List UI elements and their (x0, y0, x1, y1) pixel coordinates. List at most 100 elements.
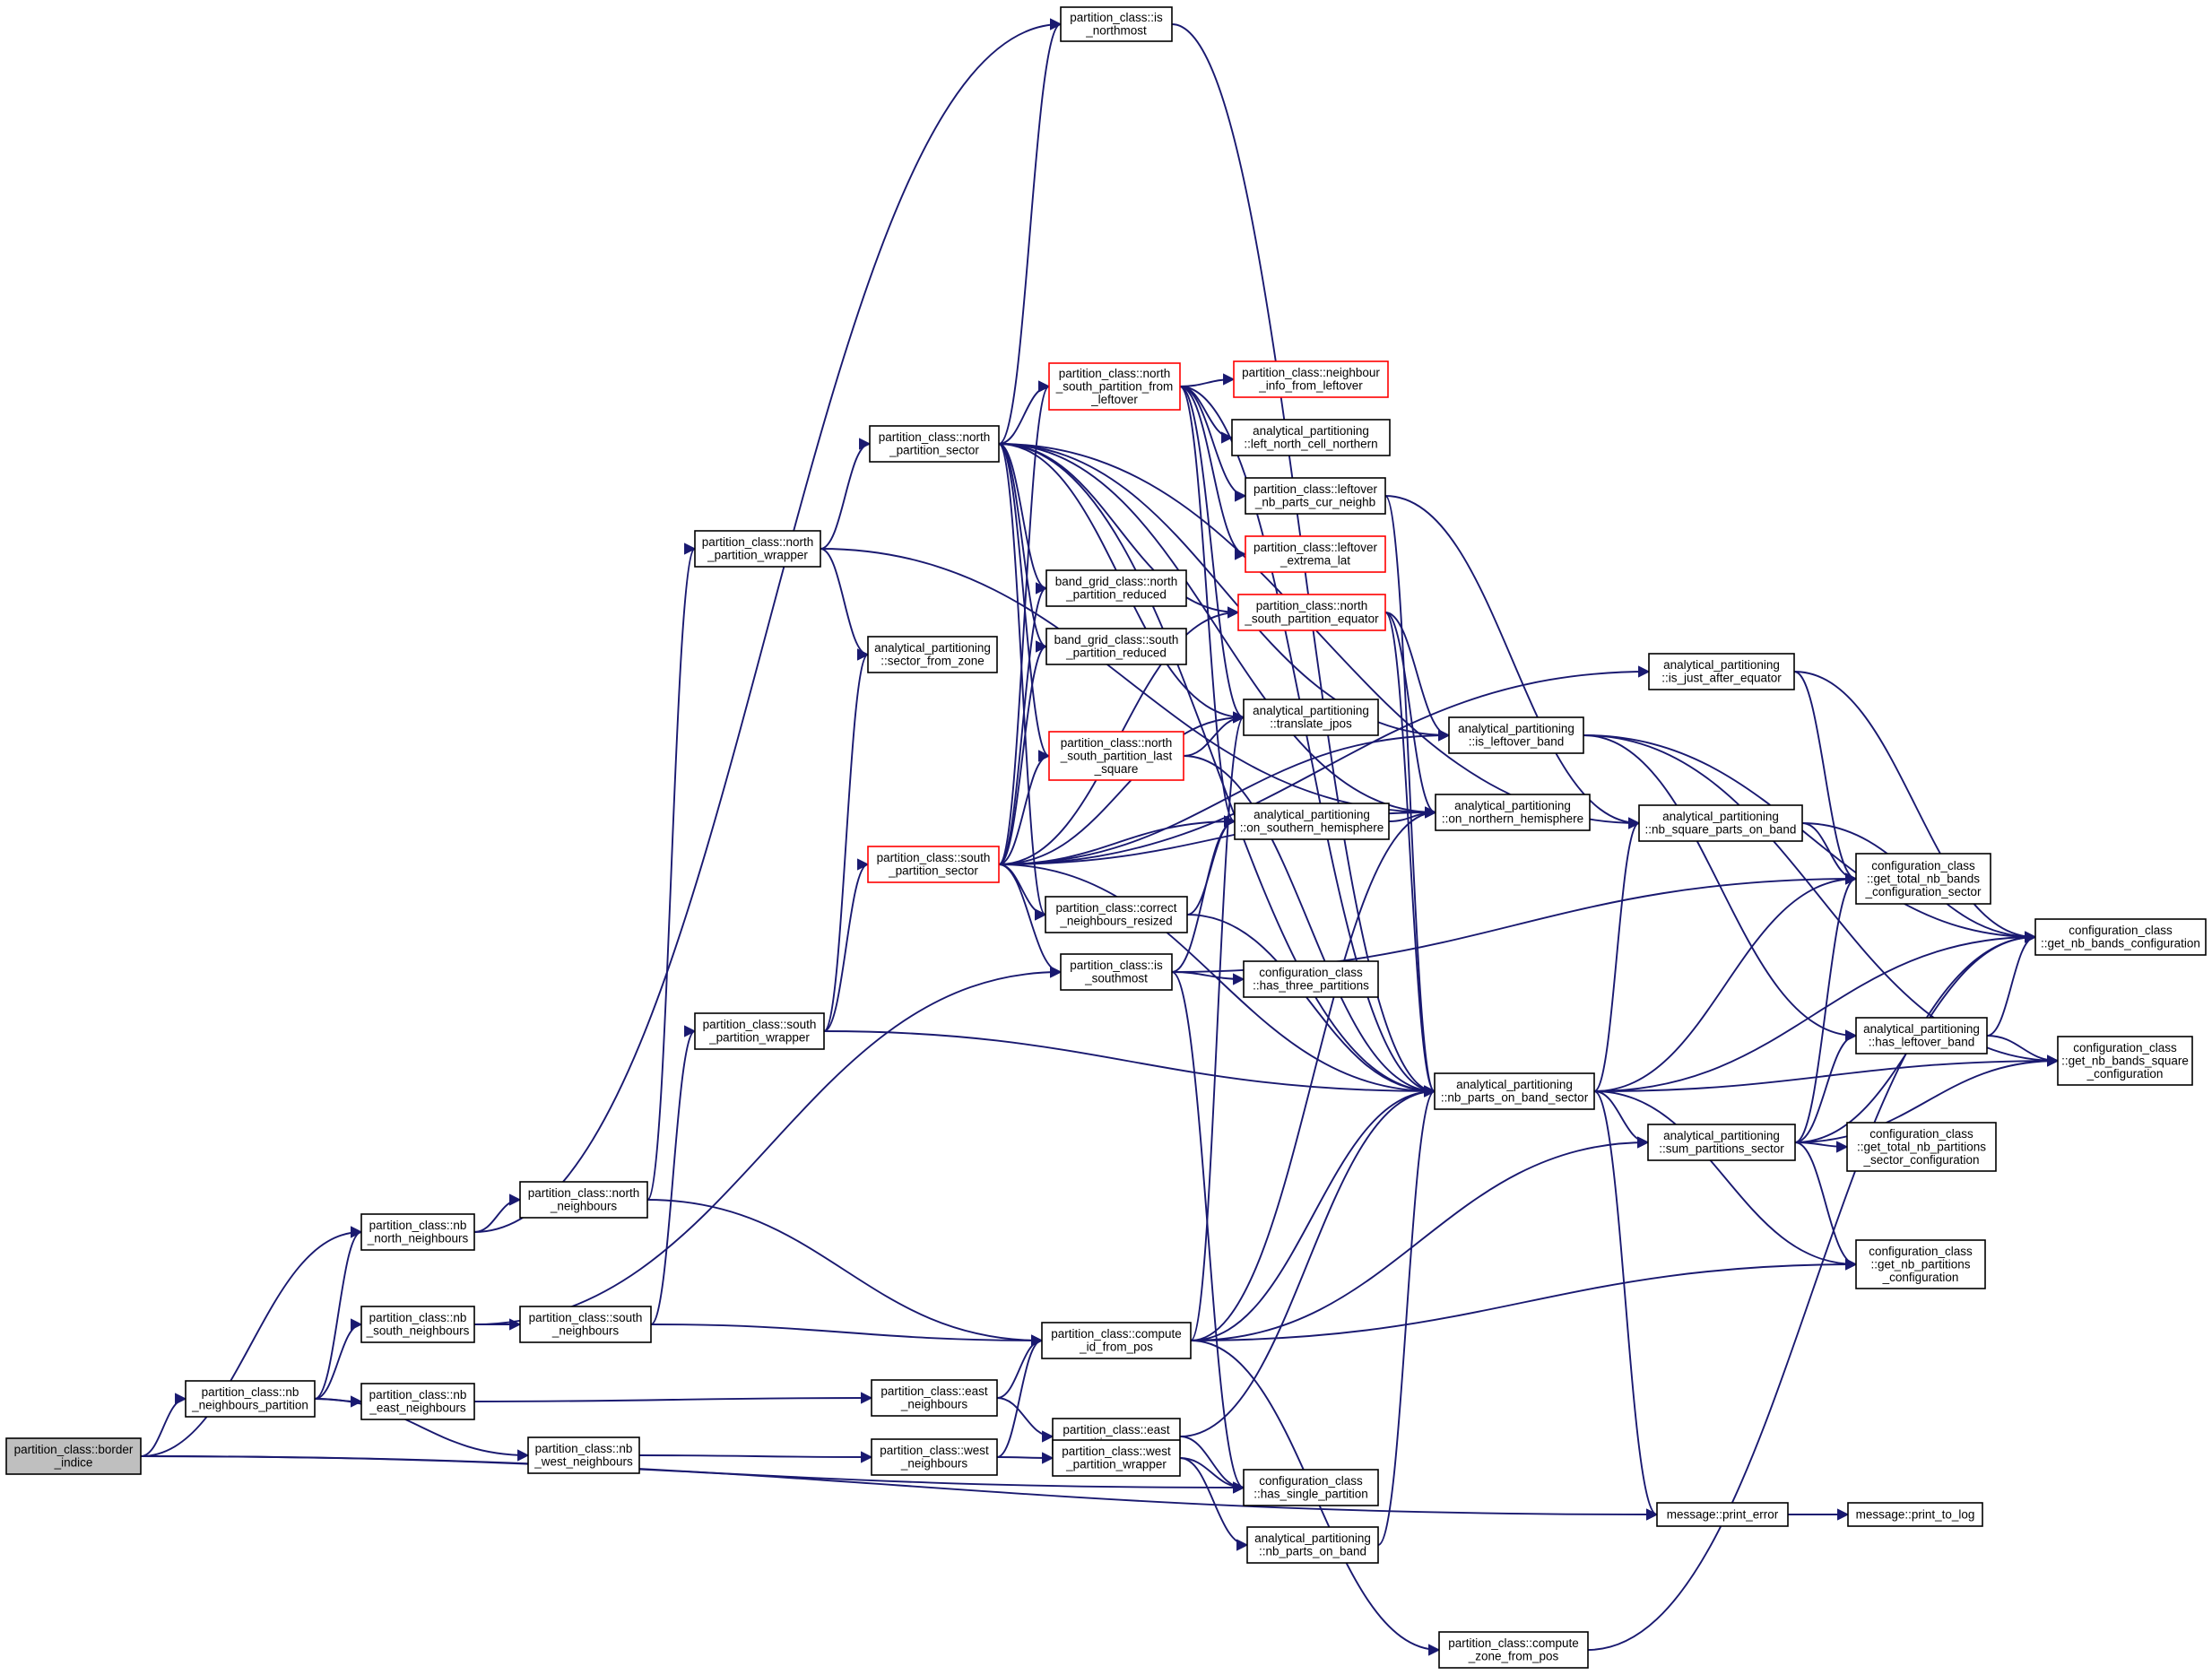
node-box (1234, 803, 1390, 840)
node-box (1434, 1072, 1595, 1110)
edge-compute_id_from_pos-to-sum_partitions_sector (1190, 1136, 1650, 1341)
node-label-line: partition_class::nb (535, 1442, 633, 1455)
node-is-southmost[interactable]: partition_class::is_southmost (1060, 953, 1173, 991)
node-leftover-nb-parts-cur-neighb[interactable]: partition_class::leftover_nb_parts_cur_n… (1245, 477, 1386, 515)
node-south-neighbours[interactable]: partition_class::south_neighbours (519, 1306, 652, 1343)
node-neighbour-info-from-leftover[interactable]: partition_class::neighbour_info_from_lef… (1233, 360, 1389, 398)
node-nsp-from-leftover[interactable]: partition_class::north_south_partition_f… (1048, 362, 1181, 411)
node-box (867, 636, 998, 673)
edge-border_indice-to-nb_neighbours_partition (140, 1393, 187, 1457)
node-label-line: ::on_southern_hemisphere (1240, 821, 1384, 835)
node-label-line: ::on_northern_hemisphere (1442, 812, 1583, 826)
node-nsp-last-square[interactable]: partition_class::north_south_partition_l… (1048, 731, 1184, 781)
node-nb-parts-on-band[interactable]: analytical_partitioning::nb_parts_on_ban… (1246, 1526, 1379, 1564)
node-south-partition-sector[interactable]: partition_class::south_partition_sector (867, 846, 1000, 883)
node-nb-west-neighbours[interactable]: partition_class::nb_west_neighbours (527, 1436, 640, 1474)
node-label-line: configuration_class (1871, 859, 1975, 872)
node-nb-square-parts-on-band[interactable]: analytical_partitioning::nb_square_parts… (1638, 804, 1803, 842)
node-compute-zone-from-pos[interactable]: partition_class::compute_zone_from_pos (1438, 1631, 1589, 1669)
node-west-neighbours[interactable]: partition_class::west_neighbours (871, 1438, 998, 1476)
edge-north_partition_sector-to-nsp_from_leftover (998, 380, 1051, 445)
node-print-error[interactable]: message::print_error (1656, 1502, 1789, 1527)
node-box (2034, 918, 2207, 956)
node-box (1052, 1439, 1181, 1477)
edge-is_southmost-to-on_southern_hemisphere (1171, 815, 1236, 973)
node-border-indice[interactable]: partition_class::border_indice (5, 1437, 142, 1475)
node-get-nb-partitions-cfg[interactable]: configuration_class::get_nb_partitions_c… (1855, 1239, 1986, 1289)
node-leftover-extrema-lat[interactable]: partition_class::leftover_extrema_lat (1245, 535, 1386, 573)
edge-leftover_nb_parts_cur_neighb-to-nb_square_parts_on_band (1384, 495, 1641, 829)
node-nb-south-neighbours[interactable]: partition_class::nb_south_neighbours (360, 1306, 475, 1343)
node-box (1045, 896, 1188, 933)
node-label-line: partition_class::neighbour (1242, 366, 1380, 379)
node-box (360, 1306, 475, 1343)
edge-nsp_equator-to-nb_parts_on_band_sector (1384, 612, 1436, 1098)
edge-compute_id_from_pos-to-get_nb_partitions_cfg (1190, 1258, 1858, 1341)
node-is-just-after-equator[interactable]: analytical_partitioning::is_just_after_e… (1648, 653, 1795, 690)
node-north-partition-wrapper[interactable]: partition_class::north_partition_wrapper (694, 530, 821, 568)
node-label-line: _leftover (1090, 393, 1138, 406)
node-compute-id-from-pos[interactable]: partition_class::compute_id_from_pos (1041, 1322, 1192, 1359)
edge-south_partition_sector-to-band_north_reduced (998, 582, 1048, 865)
node-correct-neighbours-resized[interactable]: partition_class::correct_neighbours_resi… (1045, 896, 1188, 933)
edge-north_partition_sector-to-band_south_reduced (998, 443, 1048, 653)
node-get-nb-bands-square-cfg[interactable]: configuration_class::get_nb_bands_square… (2057, 1036, 2193, 1086)
node-is-leftover-band[interactable]: analytical_partitioning::is_leftover_ban… (1448, 716, 1584, 754)
node-on-southern-hemisphere[interactable]: analytical_partitioning::on_southern_hem… (1234, 803, 1390, 840)
node-band-north-reduced[interactable]: band_grid_class::north_partition_reduced (1045, 569, 1187, 607)
edge-south_partition_wrapper-to-nb_parts_on_band_sector (823, 1030, 1436, 1098)
node-label-line: ::has_leftover_band (1869, 1036, 1975, 1049)
node-nb-neighbours-partition[interactable]: partition_class::nb_neighbours_partition (185, 1380, 316, 1418)
node-label-line: ::is_just_after_equator (1661, 672, 1782, 685)
edge-east_partition_wrapper-to-nb_parts_on_band_sector (1179, 1085, 1436, 1437)
edge-nb_parts_on_band_sector-to-nb_square_parts_on_band (1593, 817, 1641, 1092)
node-label-line: _indice (54, 1456, 93, 1470)
edge-nb_parts_on_band_sector-to-get_nb_partitions_cfg (1593, 1090, 1858, 1271)
node-get-nb-bands-configuration[interactable]: configuration_class::get_nb_bands_config… (2034, 918, 2207, 956)
node-print-to-log[interactable]: message::print_to_log (1847, 1502, 1983, 1527)
edge-north_neighbours-to-north_partition_wrapper (646, 542, 697, 1201)
node-label-line: ::translate_jpos (1270, 717, 1352, 731)
node-nb-north-neighbours[interactable]: partition_class::nb_north_neighbours (360, 1213, 475, 1251)
node-nsp-equator[interactable]: partition_class::north_south_partition_e… (1237, 594, 1386, 631)
node-label-line: _partition_sector (888, 864, 978, 878)
edge-sum_partitions_sector-to-has_leftover_band (1794, 1029, 1858, 1143)
node-on-northern-hemisphere[interactable]: analytical_partitioning::on_northern_hem… (1435, 794, 1591, 831)
node-north-neighbours[interactable]: partition_class::north_neighbours (519, 1181, 648, 1219)
node-label-line: _south_neighbours (366, 1324, 470, 1338)
node-box (1438, 1631, 1589, 1669)
node-north-partition-sector[interactable]: partition_class::north_partition_sector (869, 425, 1000, 463)
node-east-neighbours[interactable]: partition_class::east_neighbours (871, 1379, 998, 1417)
node-nb-parts-on-band-sector[interactable]: analytical_partitioning::nb_parts_on_ban… (1434, 1072, 1595, 1110)
node-has-leftover-band[interactable]: analytical_partitioning::has_leftover_ba… (1855, 1017, 1988, 1054)
node-label-line: _northmost (1085, 24, 1147, 38)
node-left-north-cell-northern[interactable]: analytical_partitioning::left_north_cell… (1231, 419, 1391, 456)
edge-nb_neighbours_partition-to-nb_west_neighbours (314, 1398, 530, 1462)
node-west-partition-wrapper[interactable]: partition_class::west_partition_wrapper (1052, 1439, 1181, 1477)
node-label-line: ::sector_from_zone (880, 655, 985, 668)
node-south-partition-wrapper[interactable]: partition_class::south_partition_wrapper (694, 1012, 825, 1050)
node-box (1243, 699, 1379, 736)
node-box (1231, 419, 1391, 456)
node-box (519, 1306, 652, 1343)
node-sum-partitions-sector[interactable]: analytical_partitioning::sum_partitions_… (1647, 1124, 1796, 1161)
node-label-line: _partition_reduced (1065, 647, 1167, 660)
node-has-three-partitions[interactable]: configuration_class::has_three_partition… (1243, 960, 1379, 998)
edge-nsp_from_leftover-to-translate_jpos (1179, 386, 1245, 724)
node-box (1233, 360, 1389, 398)
node-label-line: ::get_nb_partitions (1870, 1257, 1970, 1271)
node-label-line: partition_class::nb (369, 1219, 467, 1232)
node-band-south-reduced[interactable]: band_grid_class::south_partition_reduced (1045, 628, 1187, 665)
edge-is_just_after_equator-to-get_total_nb_bands_cfg_sector (1793, 671, 1858, 885)
node-box (2057, 1036, 2193, 1086)
node-is-northmost[interactable]: partition_class::is_northmost (1060, 6, 1173, 42)
node-sector-from-zone[interactable]: analytical_partitioning::sector_from_zon… (867, 636, 998, 673)
node-has-single-partition[interactable]: configuration_class::has_single_partitio… (1243, 1469, 1379, 1506)
node-get-total-nb-bands-cfg-sector[interactable]: configuration_class::get_total_nb_bands_… (1855, 853, 1991, 905)
node-box (1060, 6, 1173, 42)
node-nb-east-neighbours[interactable]: partition_class::nb_east_neighbours (360, 1383, 475, 1420)
node-label-line: _info_from_leftover (1258, 379, 1363, 393)
node-translate-jpos[interactable]: analytical_partitioning::translate_jpos (1243, 699, 1379, 736)
node-get-total-nb-partitions-sector-cfg[interactable]: configuration_class::get_total_nb_partit… (1846, 1122, 1997, 1172)
node-label-line: band_grid_class::north (1055, 575, 1178, 588)
